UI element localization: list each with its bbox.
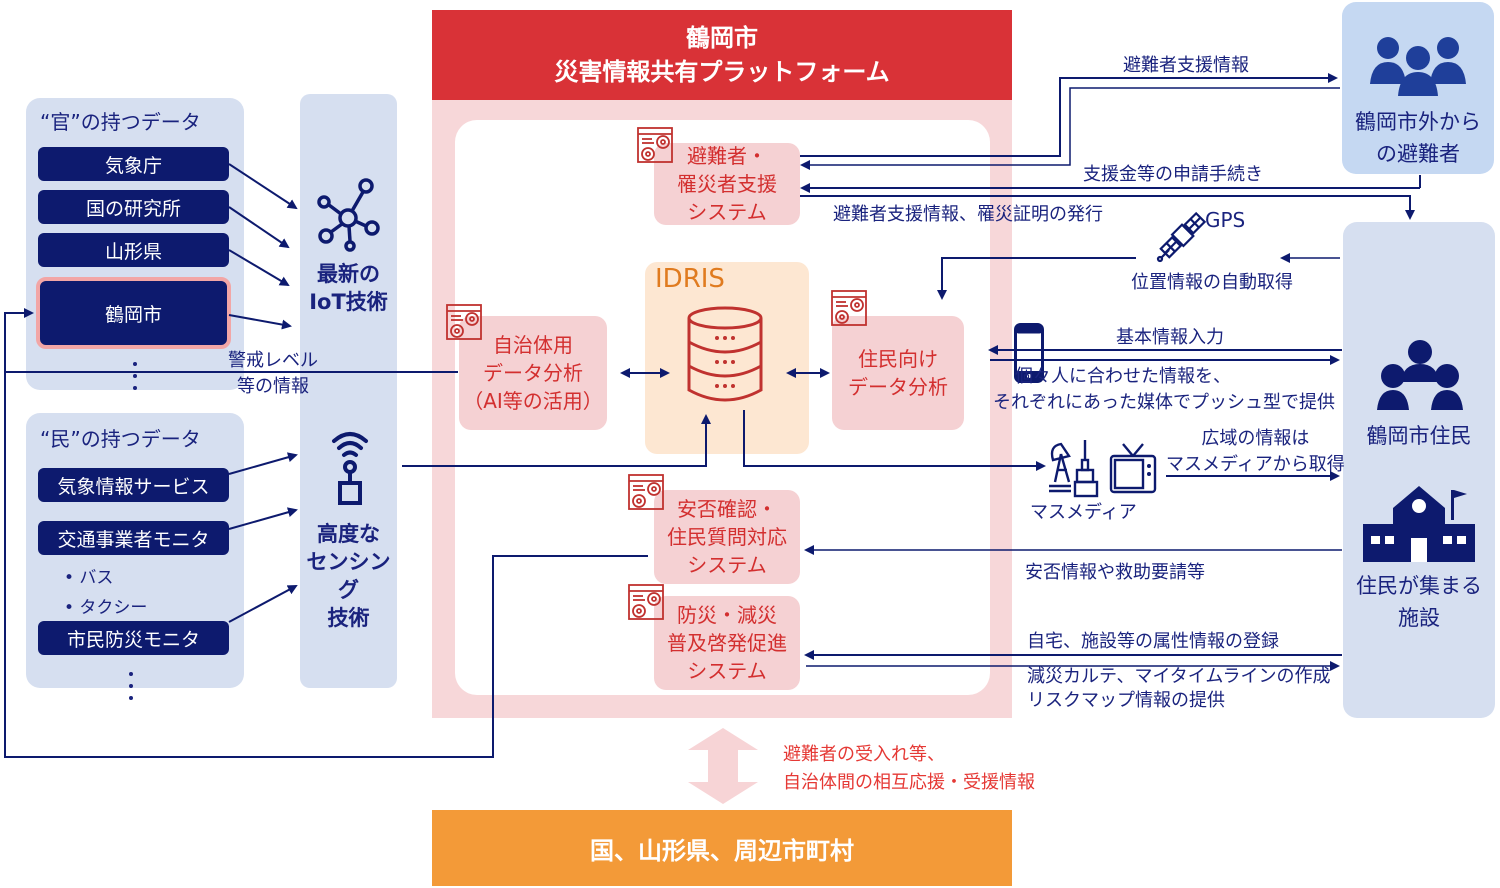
satellite-icon bbox=[1156, 211, 1207, 263]
mass-media-label: マスメディア bbox=[1030, 502, 1137, 523]
network-hub-icon bbox=[317, 178, 380, 252]
gps-label: GPS bbox=[1205, 208, 1246, 232]
data-source-citizen-monitor: 市民防災モニタ bbox=[38, 621, 229, 655]
app-gear-icon bbox=[637, 127, 673, 163]
facilities-label: 住民が集まる 施設 bbox=[1356, 574, 1482, 630]
school-facility-icon bbox=[1363, 486, 1475, 562]
basic-info-input-label: 基本情報入力 bbox=[1116, 327, 1224, 348]
mass-media-icon bbox=[1049, 440, 1157, 498]
app-gear-icon bbox=[831, 290, 867, 326]
application-procedure-label: 支援金等の申請手続き bbox=[1083, 164, 1263, 185]
data-source-jma: 気象庁 bbox=[38, 147, 229, 181]
app-gear-icon bbox=[628, 584, 664, 620]
push-info-label: 個々人に合わせた情報を、 それぞれにあった媒体でプッシュ型で提供 bbox=[993, 366, 1335, 413]
national-prefecture-municipalities: 国、山形県、周辺市町村 bbox=[432, 810, 1012, 886]
karte-timeline-label: 減災カルテ、マイタイムラインの作成 リスクマップ情報の提供 bbox=[1027, 666, 1331, 711]
outside-evacuees-label: 鶴岡市外から の避難者 bbox=[1355, 110, 1481, 166]
certificate-issue-label: 避難者支援情報、罹災証明の発行 bbox=[833, 204, 1103, 225]
sub-item-bus: • バス bbox=[64, 568, 114, 588]
residents-panel: 鶴岡市住民 住民が集まる 施設 bbox=[1343, 222, 1495, 718]
data-source-national-institute: 国の研究所 bbox=[38, 190, 229, 224]
iot-tech-label: 最新の IoT技術 bbox=[309, 262, 388, 314]
smartphone-icon bbox=[1014, 323, 1044, 383]
private-data-title: “民”の持つデータ bbox=[40, 427, 201, 451]
platform-title: 災害情報共有プラットフォーム bbox=[554, 58, 890, 86]
evacuee-support-system: 避難者・ 罹災者支援 システム bbox=[654, 143, 800, 225]
idris-core: IDRIS bbox=[645, 262, 809, 454]
residents-group-icon bbox=[1377, 340, 1463, 410]
data-source-weather-service: 気象情報サービス bbox=[38, 468, 229, 502]
people-group-icon bbox=[1370, 37, 1466, 96]
idris-label: IDRIS bbox=[655, 264, 725, 294]
sub-item-taxi: • タクシー bbox=[64, 598, 148, 618]
outside-evacuees-panel: 鶴岡市外から の避難者 bbox=[1342, 2, 1494, 174]
data-source-transport-monitor: 交通事業者モニタ bbox=[38, 521, 229, 555]
more-items-dots bbox=[129, 672, 133, 708]
residents-label: 鶴岡市住民 bbox=[1366, 424, 1472, 448]
resident-data-analysis: 住民向け データ分析 bbox=[832, 316, 964, 430]
evacuee-support-info-label: 避難者支援情報 bbox=[1123, 55, 1249, 76]
auto-location-label: 位置情報の自動取得 bbox=[1131, 272, 1293, 293]
app-gear-icon bbox=[628, 474, 664, 510]
attribute-registration-label: 自宅、施設等の属性情報の登録 bbox=[1027, 631, 1279, 652]
platform-city: 鶴岡市 bbox=[686, 24, 758, 52]
bidirectional-arrow-icon bbox=[688, 728, 758, 804]
data-source-tsuruoka: 鶴岡市 bbox=[36, 277, 231, 349]
data-source-yamagata: 山形県 bbox=[38, 233, 229, 267]
safety-rescue-label: 安否情報や救助要請等 bbox=[1025, 562, 1205, 583]
platform-header: 鶴岡市 災害情報共有プラットフォーム bbox=[432, 10, 1012, 100]
government-data-title: “官”の持つデータ bbox=[40, 110, 201, 134]
mutual-support-note: 避難者の受入れ等、 自治体間の相互応援・受援情報 bbox=[783, 744, 1035, 793]
alert-level-label: 警戒レベル 等の情報 bbox=[228, 350, 318, 397]
disaster-prevention-system: 防災・減災 普及啓発促進 システム bbox=[654, 596, 800, 690]
database-icon bbox=[687, 306, 763, 402]
safety-check-system: 安否確認・ 住民質問対応 システム bbox=[654, 490, 800, 584]
app-gear-icon bbox=[446, 304, 482, 340]
sensing-tech-label: 高度な センシング 技術 bbox=[306, 522, 391, 630]
more-items-dots bbox=[133, 362, 137, 398]
wireless-sensor-icon bbox=[332, 432, 368, 505]
wide-area-info-label: 広域の情報は マスメディアから取得 bbox=[1166, 428, 1345, 475]
